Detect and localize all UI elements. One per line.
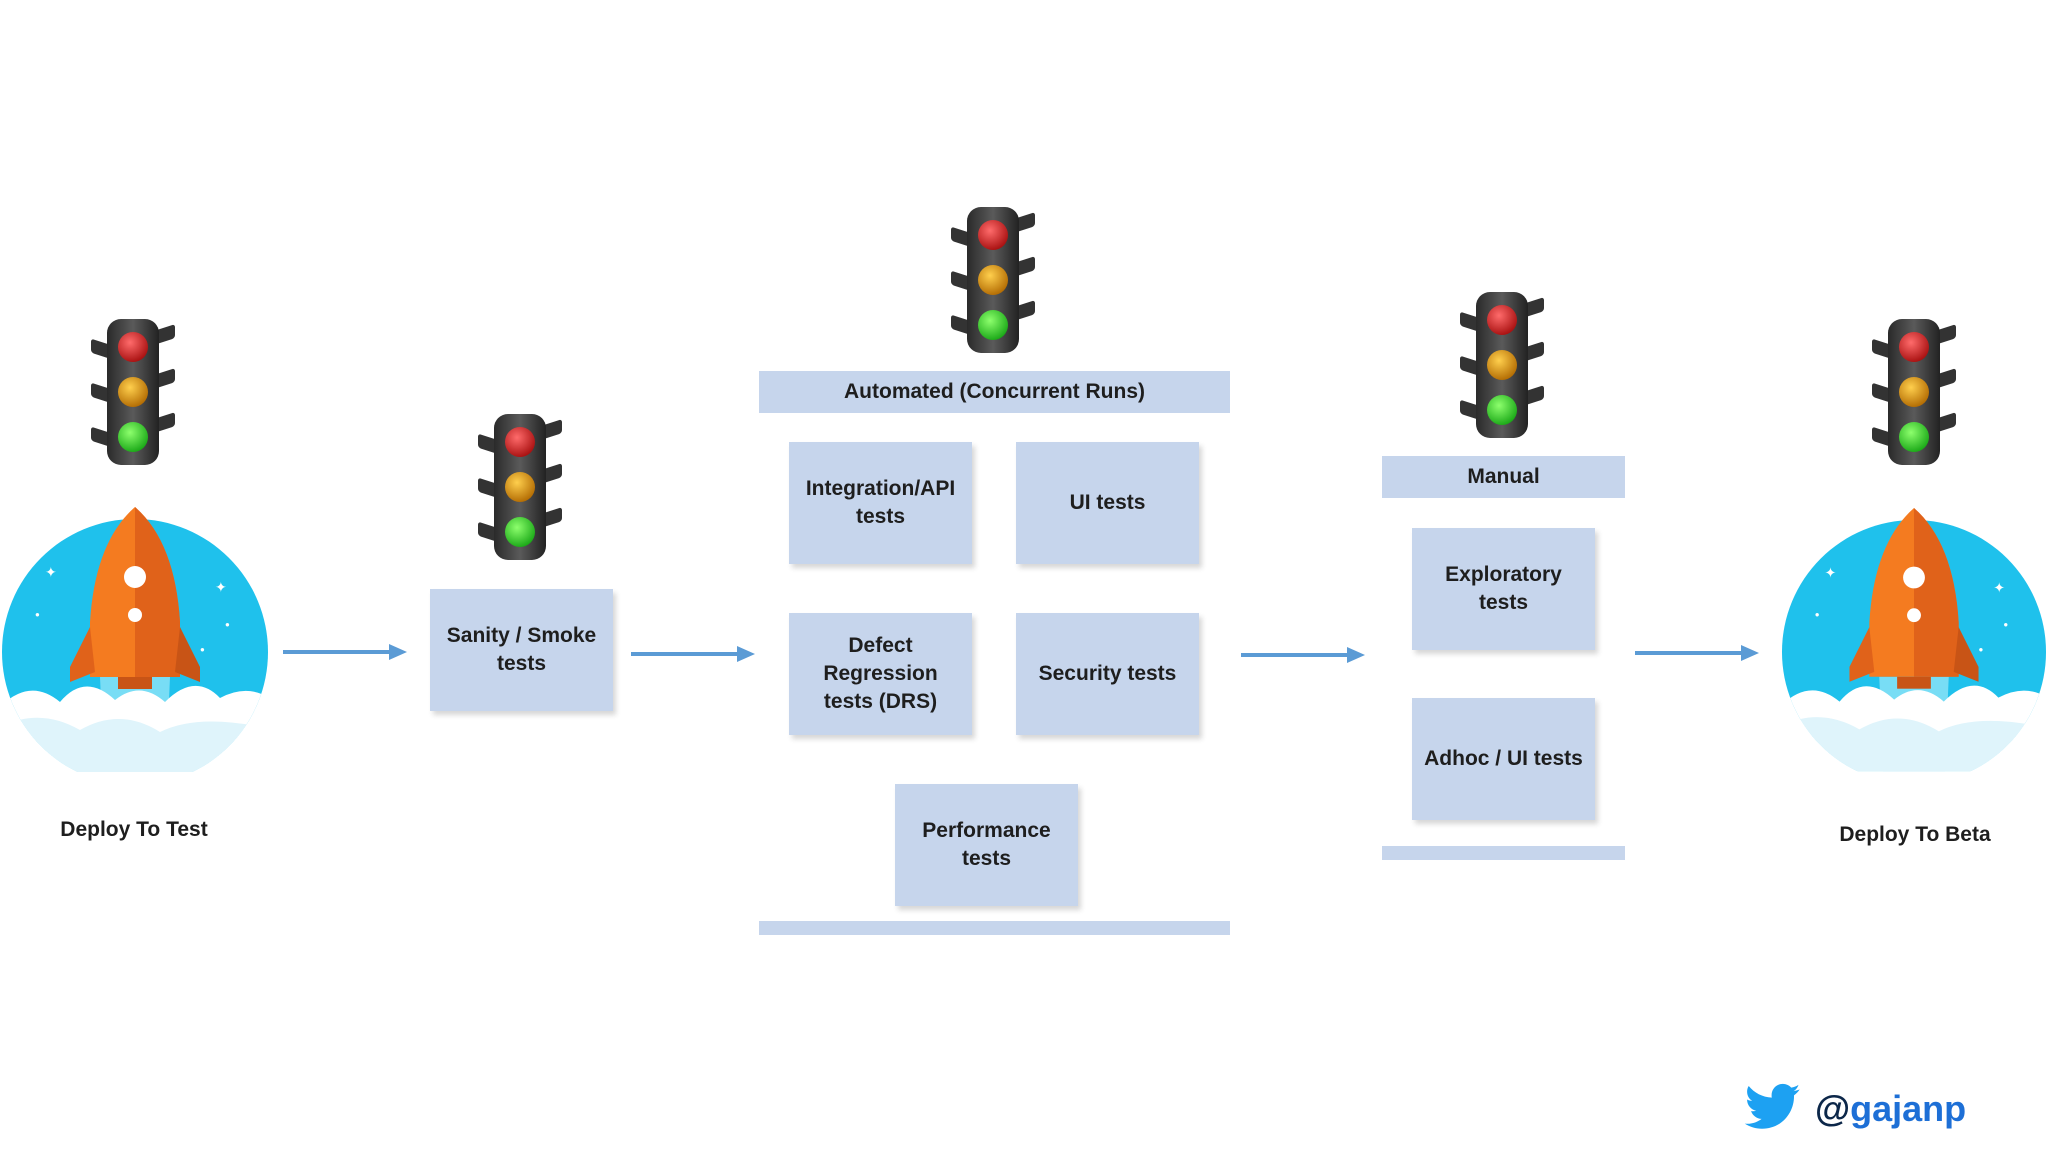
rocket-launch-icon bbox=[0, 502, 270, 792]
arrow-icon bbox=[283, 644, 407, 660]
performance-tests-box: Performance tests bbox=[895, 784, 1078, 906]
deploy-to-test-label: Deploy To Test bbox=[60, 818, 208, 841]
arrow-icon bbox=[1635, 645, 1759, 661]
automated-group-footer bbox=[759, 921, 1230, 935]
deploy-to-beta-label: Deploy To Beta bbox=[1839, 823, 1991, 846]
automated-header: Automated (Concurrent Runs) bbox=[759, 371, 1230, 413]
arrow-icon bbox=[631, 646, 755, 662]
rocket-launch-icon bbox=[1780, 502, 2048, 792]
adhoc-ui-tests-box: Adhoc / UI tests bbox=[1412, 698, 1595, 820]
exploratory-tests-box: Exploratory tests bbox=[1412, 528, 1595, 650]
sanity-smoke-tests-box: Sanity / Smoke tests bbox=[430, 589, 613, 711]
handle-name: gajanp bbox=[1850, 1088, 1967, 1129]
security-tests-box: Security tests bbox=[1016, 613, 1199, 735]
traffic-light-icon bbox=[943, 204, 1043, 354]
twitter-bird-icon bbox=[1744, 1083, 1801, 1129]
traffic-light-icon bbox=[1864, 316, 1964, 466]
manual-header: Manual bbox=[1382, 456, 1625, 498]
integration-api-tests-box: Integration/API tests bbox=[789, 442, 972, 564]
at-sign: @ bbox=[1815, 1088, 1851, 1129]
traffic-light-icon bbox=[83, 316, 183, 466]
twitter-handle[interactable]: @gajanp bbox=[1815, 1088, 1966, 1130]
traffic-light-icon bbox=[1452, 289, 1552, 439]
manual-group-footer bbox=[1382, 846, 1625, 860]
traffic-light-icon bbox=[470, 411, 570, 561]
arrow-icon bbox=[1241, 647, 1365, 663]
ui-tests-box: UI tests bbox=[1016, 442, 1199, 564]
defect-regression-tests-box: Defect Regression tests (DRS) bbox=[789, 613, 972, 735]
